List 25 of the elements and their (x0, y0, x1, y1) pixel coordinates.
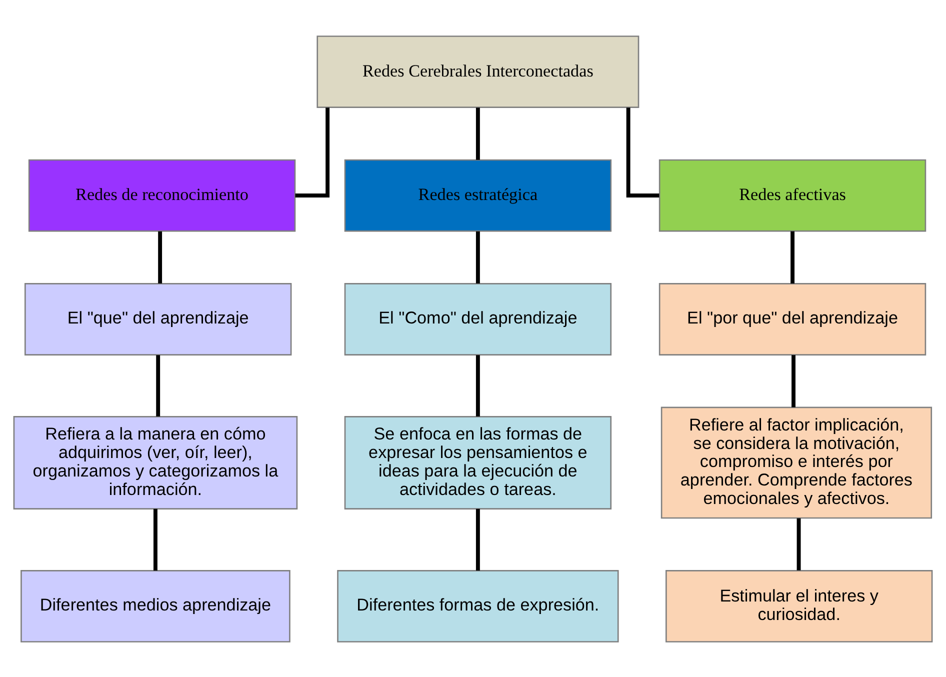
connector (476, 107, 480, 160)
connector (153, 508, 158, 570)
node-box: Se enfoca en las formas de expresar los pensamientos e ideas para la ejecución de actividades o tareas. (344, 416, 612, 509)
node-box: Refiera a la manera en cómo adquirimos (ver, oír, leer), organizamos y categorizamos la información. (13, 416, 298, 509)
node-box: Redes estratégica (344, 158, 612, 232)
connector (158, 230, 162, 284)
node-box: Redes afectivas (658, 158, 926, 232)
connector (476, 354, 480, 416)
node-box: Refiere al factor implicación, se considera la motivación, compromiso e interés por aprender. Comprende factores emocionales y afectivos. (660, 406, 932, 518)
connector (476, 230, 480, 284)
node-box: El "Como" del aprendizaje (344, 282, 612, 355)
connector (790, 230, 794, 284)
connector (792, 354, 796, 407)
connector (476, 508, 480, 570)
node-box: Diferentes formas de expresión. (337, 570, 619, 642)
connector (295, 107, 330, 197)
node-box: El "por que" del aprendizaje (658, 282, 926, 355)
node-box: Estimular el interes y curiosidad. (666, 570, 933, 642)
node-box: Diferentes medios aprendizaje (20, 570, 290, 642)
connector (796, 518, 801, 570)
node-box: Redes de reconocimiento (28, 158, 296, 232)
node-box: Redes Cerebrales Interconectadas (316, 35, 640, 108)
connector (156, 354, 160, 416)
node-box: El "que" del aprendizaje (24, 282, 292, 355)
connector (626, 107, 660, 197)
